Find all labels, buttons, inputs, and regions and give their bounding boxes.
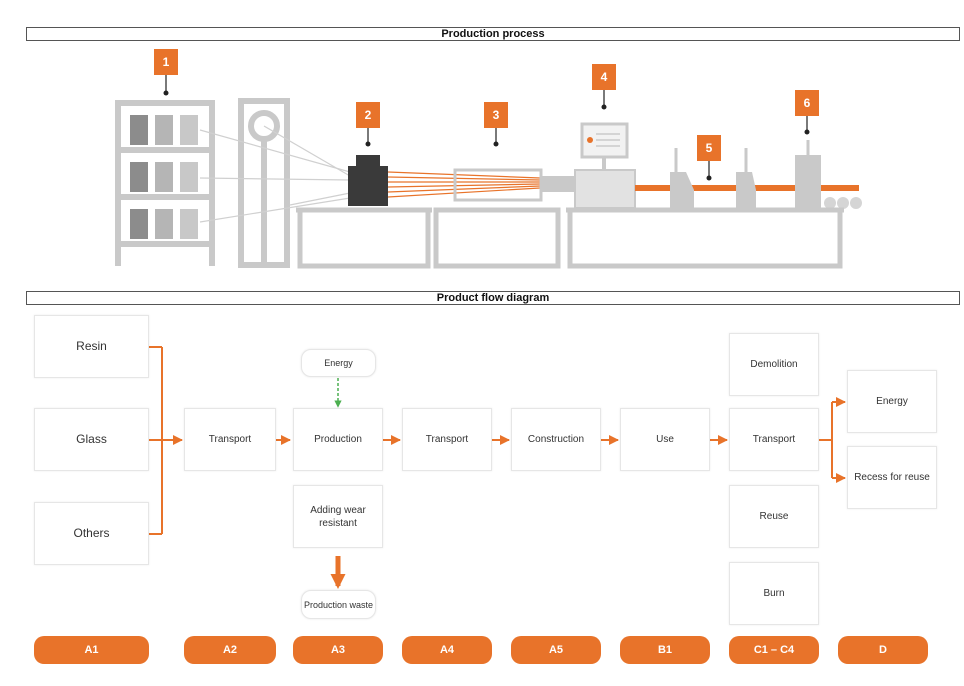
- step-construction: Construction: [511, 408, 601, 471]
- resin-bath: [348, 166, 388, 206]
- fiber-spools: [130, 115, 198, 239]
- cutting-saw: [795, 155, 821, 208]
- creel-rack: [115, 100, 215, 266]
- marker-3: 3: [493, 108, 500, 122]
- stage-a5: A5: [511, 636, 601, 664]
- output-recess-for-reuse: Recess for reuse: [847, 446, 937, 509]
- step-transport-a2: Transport: [184, 408, 276, 471]
- energy-input: Energy: [301, 349, 376, 377]
- marker-4: 4: [601, 70, 608, 84]
- product-flow-title: Product flow diagram: [26, 291, 960, 305]
- adding-wear-resistant: Adding wear resistant: [293, 485, 383, 548]
- marker-6: 6: [804, 96, 811, 110]
- heated-die: [541, 176, 575, 192]
- stage-b1: B1: [620, 636, 710, 664]
- eol-burn: Burn: [729, 562, 819, 625]
- input-glass: Glass: [34, 408, 149, 471]
- production-process-title: Production process: [26, 27, 960, 41]
- input-others: Others: [34, 502, 149, 565]
- stage-a1: A1: [34, 636, 149, 664]
- impregnated-fibers: [387, 171, 541, 198]
- stage-d: D: [838, 636, 928, 664]
- output-energy: Energy: [847, 370, 937, 433]
- production-line-illustration: 1 2 3 4 5 6: [115, 49, 862, 269]
- production-waste: Production waste: [301, 590, 376, 619]
- eol-reuse: Reuse: [729, 485, 819, 548]
- puller-2: [736, 172, 756, 208]
- control-cabinet: [574, 169, 636, 209]
- stage-a3: A3: [293, 636, 383, 664]
- marker-2: 2: [365, 108, 372, 122]
- step-transport-a4: Transport: [402, 408, 492, 471]
- eol-demolition: Demolition: [729, 333, 819, 396]
- marker-5: 5: [706, 141, 713, 155]
- puller-1: [670, 172, 694, 208]
- stage-a4: A4: [402, 636, 492, 664]
- stage-a2: A2: [184, 636, 276, 664]
- machine-tables: [296, 207, 844, 269]
- input-resin: Resin: [34, 315, 149, 378]
- stage-c1-c4: C1 – C4: [729, 636, 819, 664]
- marker-1: 1: [163, 55, 170, 69]
- step-production: Production: [293, 408, 383, 471]
- fibers: [199, 125, 351, 223]
- step-markers: [154, 49, 819, 181]
- step-use: Use: [620, 408, 710, 471]
- step-transport-c: Transport: [729, 408, 819, 471]
- guide-frame: [238, 98, 290, 268]
